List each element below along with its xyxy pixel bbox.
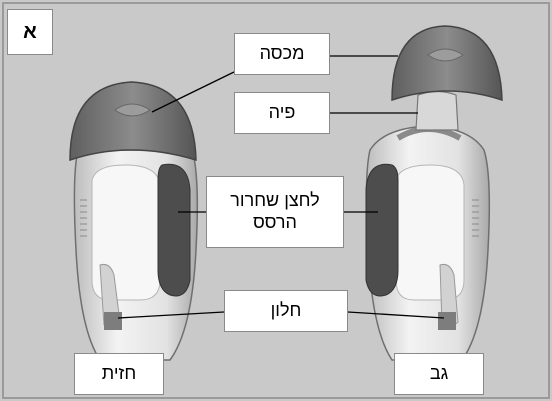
release-button-label: לחצן שחרור הרסס	[206, 176, 344, 248]
back-inhaler	[365, 25, 503, 361]
front-label: חזית	[74, 353, 164, 395]
cap-label: מכסה	[234, 33, 330, 75]
mouthpiece-label: פיה	[234, 92, 330, 134]
leader-lines	[117, 55, 445, 319]
window-label: חלון	[224, 290, 348, 332]
front-inhaler	[69, 81, 199, 361]
panel-letter: א	[7, 9, 53, 55]
back-label: גב	[394, 353, 484, 395]
